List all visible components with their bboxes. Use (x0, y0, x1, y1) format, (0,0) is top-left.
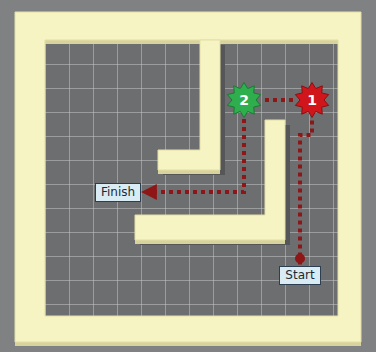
inner-wall (135, 120, 290, 245)
finish-label: Finish (95, 183, 141, 202)
maze-floor (45, 40, 338, 316)
callout-number: 2 (239, 92, 249, 108)
route-path (144, 119, 244, 192)
checkpoint-star: 2 (226, 82, 262, 118)
floor-grid (45, 40, 338, 316)
route-path (300, 119, 312, 265)
route-path (263, 98, 293, 102)
start-label: Start (279, 266, 320, 285)
outer-wall-side (15, 16, 361, 346)
label-text: Start (285, 268, 314, 282)
checkpoint-star: 1 (294, 82, 330, 118)
callout-number: 1 (307, 92, 317, 108)
label-text: Finish (101, 185, 135, 199)
start-dot (295, 254, 305, 264)
outer-wall (15, 12, 361, 342)
inner-wall (158, 40, 225, 175)
